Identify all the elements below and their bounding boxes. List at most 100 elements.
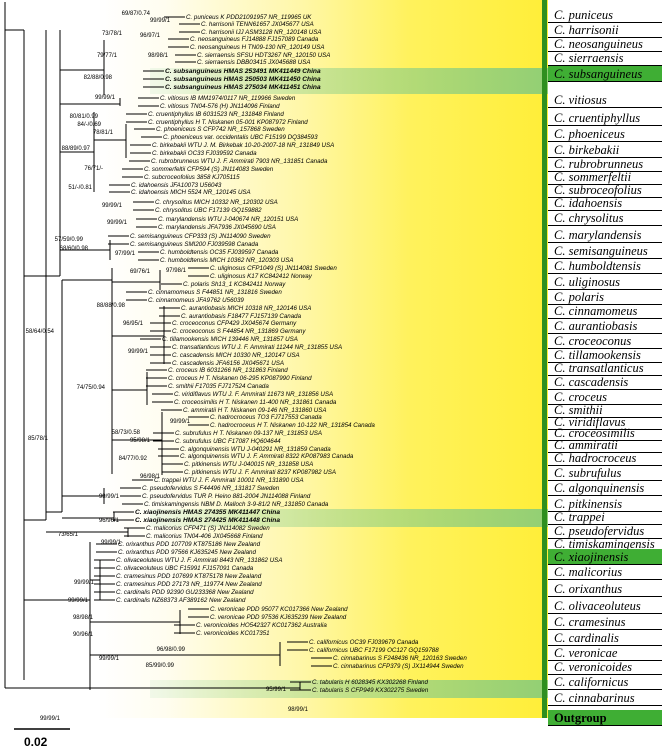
species-label: C. veronicoides [548,659,662,675]
support-value: 80/81/0.99 [70,114,99,120]
tip-label: C. xiaojinensis HMAS 274355 MK411447 Chi… [135,509,280,516]
species-label: C. cinnabarinus [548,690,662,706]
support-value: 85/99/0.99 [146,663,175,669]
species-label: C. cramesinus [548,614,662,630]
tip-label: C. cinnamomeus JFA9762 U56039 [148,297,244,304]
tip-label: C. hadrocroceus H T. Niskanen 10-122 NR_… [210,422,375,429]
tip-label: C. croceus H T. Niskanen 06-295 KP087990… [168,375,312,382]
tip-label: C. polaris Sh13_1 KC842411 Norway [183,281,286,288]
support-value: 99/99/1 [101,540,122,546]
support-value: 82/88/0.98 [84,75,113,81]
support-value: 69/76/1 [130,269,151,275]
support-value: 96/98/1 [140,474,161,480]
tip-label: C. viridiflavus WTU J. F. Ammirati 11673… [174,391,333,398]
support-value: 96/97/1 [140,33,161,39]
tip-label: C. cinnabarinus S F248436 NR_120163 Swed… [333,655,467,662]
support-value: 96/96/1 [99,518,120,524]
tip-label: C. veronicoides HO542327 KC017362 Austra… [196,622,327,629]
tip-label: C. chrysolitus UBC F17139 GQ159882 [155,207,262,214]
tip-label: C. pitkinensis WTU J. F. Ammirati 8237 K… [184,469,336,476]
support-value: 96/95/1 [123,321,144,327]
tip-label: C. subcroceofolius 3858 KJ705115 [144,174,240,181]
tip-label: C. harrisonii TENN61657 JX045677 USA [201,21,314,28]
tip-label: C. aurantiobasis F18477 FJ157139 Canada [181,313,302,320]
species-label: C. chrysolitus [548,210,662,226]
tip-label: C. uliginosus CFP1049 (S) JN114081 Swede… [210,265,337,272]
species-label: C. olivaceoluteus [548,598,662,614]
tip-label: C. pseudofervidus S F44496 NR_131817 Swe… [142,485,280,492]
tip-label: C. tillamookensis MICH 139446 NR_131857 … [162,336,298,343]
tip-label: C. subsanguineus HMAS 253491 MK411449 Ch… [165,68,321,75]
species-label: C. croceosimilis [548,425,662,441]
highlight-band-xiaojinensis [150,509,548,527]
clade-bar [542,0,547,718]
support-values: 69/87/0.7499/99/196/97/173/78/198/98/179… [26,11,309,722]
tip-label: C. hadrocroceus TO3 FJ717553 Canada [210,414,322,421]
tip-label: C. subrufulus H T. Niskanen 09-137 NR_13… [175,430,322,437]
support-value: 84/77/0.92 [119,456,148,462]
tip-label: C. sierraensis DBB03415 JX045688 USA [197,59,311,66]
species-label: C. croceoconus [548,333,662,349]
support-value: 99/99/1 [99,656,120,662]
species-label: C. veronicae [548,645,662,661]
tip-label: C. puniceus K PDD21091957 NR_119965 UK [186,14,312,21]
species-label: C. subroceofolius [548,182,662,198]
species-label: C. smithii [548,402,662,418]
support-value: 78/81/1 [93,130,114,136]
species-label: C. ammiratii [548,437,662,453]
tip-labels: C. puniceus K PDD21091957 NR_119965 UKC.… [116,14,467,694]
species-label: Outgroup [548,710,662,726]
support-value: 99/99/1 [150,18,171,24]
tip-label: C. birkebakii WTU J. M. Birkebak 10-20-2… [152,142,334,149]
support-value: 74/75/0.94 [77,385,106,391]
tip-label: C. veronicae PDD 95077 KC017366 New Zeal… [210,606,348,613]
tip-label: C. rubrobrunneus WTU J. F. Ammirati 7903… [151,158,328,165]
species-label: C. pitkinensis [548,496,662,512]
tip-label: C. tabularis H 6028345 KX302268 Finland [312,679,428,686]
tip-label: C. vitiosus IB MM1974/0117 NR_119966 Swe… [160,95,296,102]
tip-label: C. malicorius TN04-406 JX045668 Finland [146,533,263,540]
species-label: C. aurantiobasis [548,318,662,334]
support-value: 99/99/1 [102,203,123,209]
tip-label: C. cardinalis PDD 92390 GU233368 New Zea… [116,589,254,596]
species-label: C. trappei [548,509,662,525]
tip-label: C. olivaceoluteus WTU J. F. Ammirati 844… [116,557,282,564]
support-value: 99/99/1 [68,598,89,604]
tip-label: C. marylandensis JFA7936 JX045690 USA [158,224,276,231]
support-value: 85/78/1 [28,436,49,442]
support-value: 99/99/1 [128,349,149,355]
tip-label: C. orixanthus PDD 97566 KJ635245 New Zea… [118,549,256,556]
scale-bar-label: 0.02 [24,735,48,747]
tip-label: C. timiskamingensis NBM D. Malloch 3-9-8… [144,501,329,508]
support-value: 73/65/1 [58,532,79,538]
tip-label: C. cinnamomeus S F44851 NR_131816 Sweden [148,289,282,296]
support-value: 58/64/0.54 [26,329,55,335]
species-label: C. hadrocroceus [548,450,662,466]
tip-label: C. orixanthus PDD 107709 KT875186 New Ze… [118,541,261,548]
tip-label: C. neosanguineus H TN09-130 NR_120149 US… [190,44,325,51]
species-label: C. polaris [548,289,662,305]
support-value: 96/98/0.99 [157,647,186,653]
support-value: 88/89/0.97 [62,146,91,152]
species-label: C. harrisonii [548,22,662,38]
support-value: 68/60/0.98 [60,246,89,252]
tip-label: C. veronicae PDD 97536 KJ635239 New Zeal… [210,614,347,621]
support-value: 73/78/1 [102,31,123,37]
species-label: C. uliginosus [548,274,662,290]
species-label: C. orixanthus [548,581,662,597]
tip-label: C. cramesinus PDD 27173 NR_119774 New Ze… [116,581,262,588]
species-label: C. croceus [548,389,662,405]
tip-label: C. aurantiobasis MICH 10318 NR_120146 US… [181,305,311,312]
tip-label: C. pitkinensis WTU J-040015 NR_131858 US… [184,461,313,468]
tip-label: C. pseudofervidus TUR P. Heino 881-2004 … [142,493,311,500]
tip-label: C. tabularis S CFP949 KX302275 Sweden [312,687,429,694]
highlight-band-outgroup [150,680,548,698]
tree-svg: C. puniceus K PDD21091957 NR_119965 UKC.… [4,2,467,747]
species-label: C. subsanguineus [548,66,662,82]
support-value: 99/99/1 [99,494,120,500]
support-value: 79/77/1 [97,53,118,59]
tip-label: C. algonquinensis WTU J. F. Ammirati 832… [180,453,354,460]
highlight-band-subsanguineus [150,68,548,94]
tip-label: C. cascadensis MICH 10330 NR_120147 USA [172,352,300,359]
